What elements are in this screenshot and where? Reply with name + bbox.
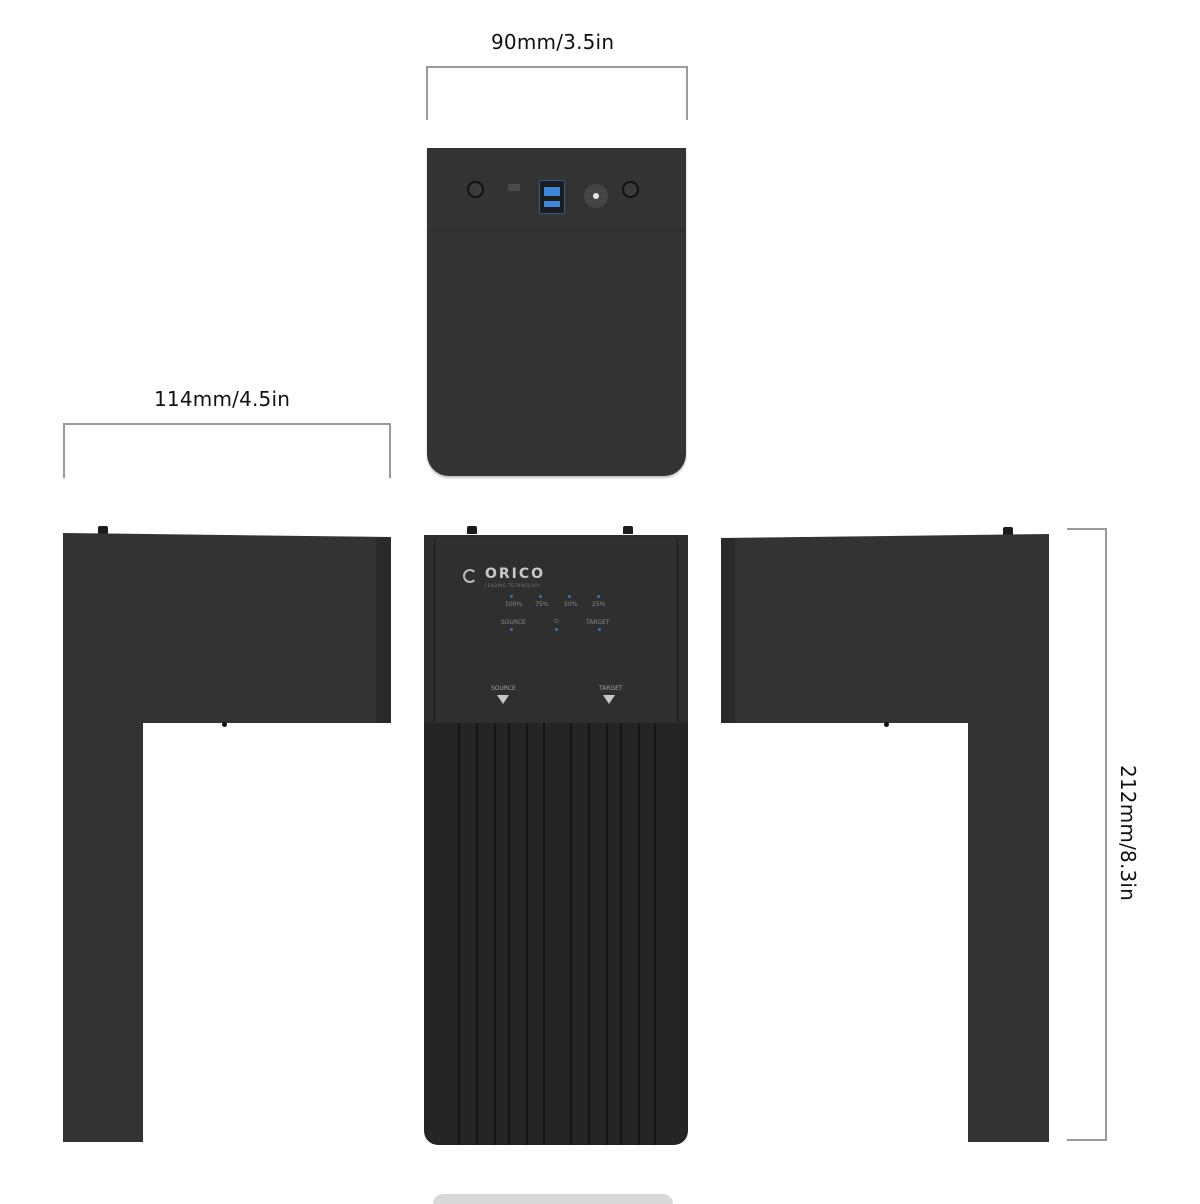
target-slot-label: TARGET — [599, 685, 623, 692]
brand-tagline: LEADING TECHNOLOGY — [485, 583, 541, 588]
right-side-edge — [721, 538, 735, 723]
dc-jack-icon — [584, 184, 608, 208]
rib — [526, 723, 528, 1145]
front-view-panel: ORICO LEADING TECHNOLOGY 100% 75% 50% 25… — [424, 535, 688, 723]
height-dimension-bracket — [1067, 528, 1107, 1141]
next-image-edge — [433, 1194, 673, 1204]
source-arrow-icon — [497, 695, 509, 704]
rib — [638, 723, 640, 1145]
source-slot-label: SOURCE — [491, 685, 516, 692]
front-view-body — [424, 723, 688, 1145]
rib — [494, 723, 496, 1145]
progress-50-label: 50% — [564, 601, 578, 608]
led-target — [598, 628, 601, 631]
front-knob-left — [467, 526, 477, 534]
width-dimension-label: 90mm/3.5in — [491, 30, 615, 54]
orico-logo-icon — [463, 569, 477, 583]
led-100 — [510, 595, 513, 598]
top-view — [427, 148, 686, 476]
clone-button-icon — [622, 181, 639, 198]
led-25 — [597, 595, 600, 598]
progress-25-label: 25% — [592, 601, 606, 608]
right-side-foot — [884, 722, 889, 727]
rib — [620, 723, 622, 1145]
progress-100-label: 100% — [505, 601, 523, 608]
led-power — [555, 628, 558, 631]
led-75 — [539, 595, 542, 598]
depth-dimension-label: 114mm/4.5in — [154, 387, 291, 411]
led-source — [510, 628, 513, 631]
depth-dimension-bracket — [63, 423, 391, 478]
right-side-upper — [721, 534, 1049, 723]
rib — [458, 723, 460, 1145]
usb-port-icon — [539, 180, 565, 214]
left-side-leg — [63, 722, 143, 1142]
top-view-seam — [427, 230, 686, 231]
front-knob-right — [623, 526, 633, 534]
width-dimension-bracket — [426, 66, 688, 120]
target-status-label: TARGET — [586, 619, 610, 626]
power-button-icon — [467, 181, 484, 198]
height-dimension-label: 212mm/8.3in — [1116, 764, 1140, 902]
rib — [654, 723, 656, 1145]
led-50 — [568, 595, 571, 598]
brand-logo: ORICO — [485, 566, 546, 582]
left-side-edge — [376, 538, 391, 723]
left-side-foot — [222, 722, 227, 727]
left-side-upper — [63, 533, 391, 723]
power-status-icon: ⏻ — [554, 618, 559, 625]
progress-75-label: 75% — [535, 601, 549, 608]
rib — [543, 723, 545, 1145]
target-arrow-icon — [603, 695, 615, 704]
led-indicator-icon — [508, 184, 520, 191]
right-side-leg — [968, 722, 1049, 1142]
left-side-knob — [98, 526, 108, 534]
rib — [508, 723, 510, 1145]
source-status-label: SOURCE — [501, 619, 526, 626]
rib — [476, 723, 478, 1145]
rib — [588, 723, 590, 1145]
rib — [606, 723, 608, 1145]
rib — [570, 723, 572, 1145]
right-side-knob — [1003, 527, 1013, 535]
